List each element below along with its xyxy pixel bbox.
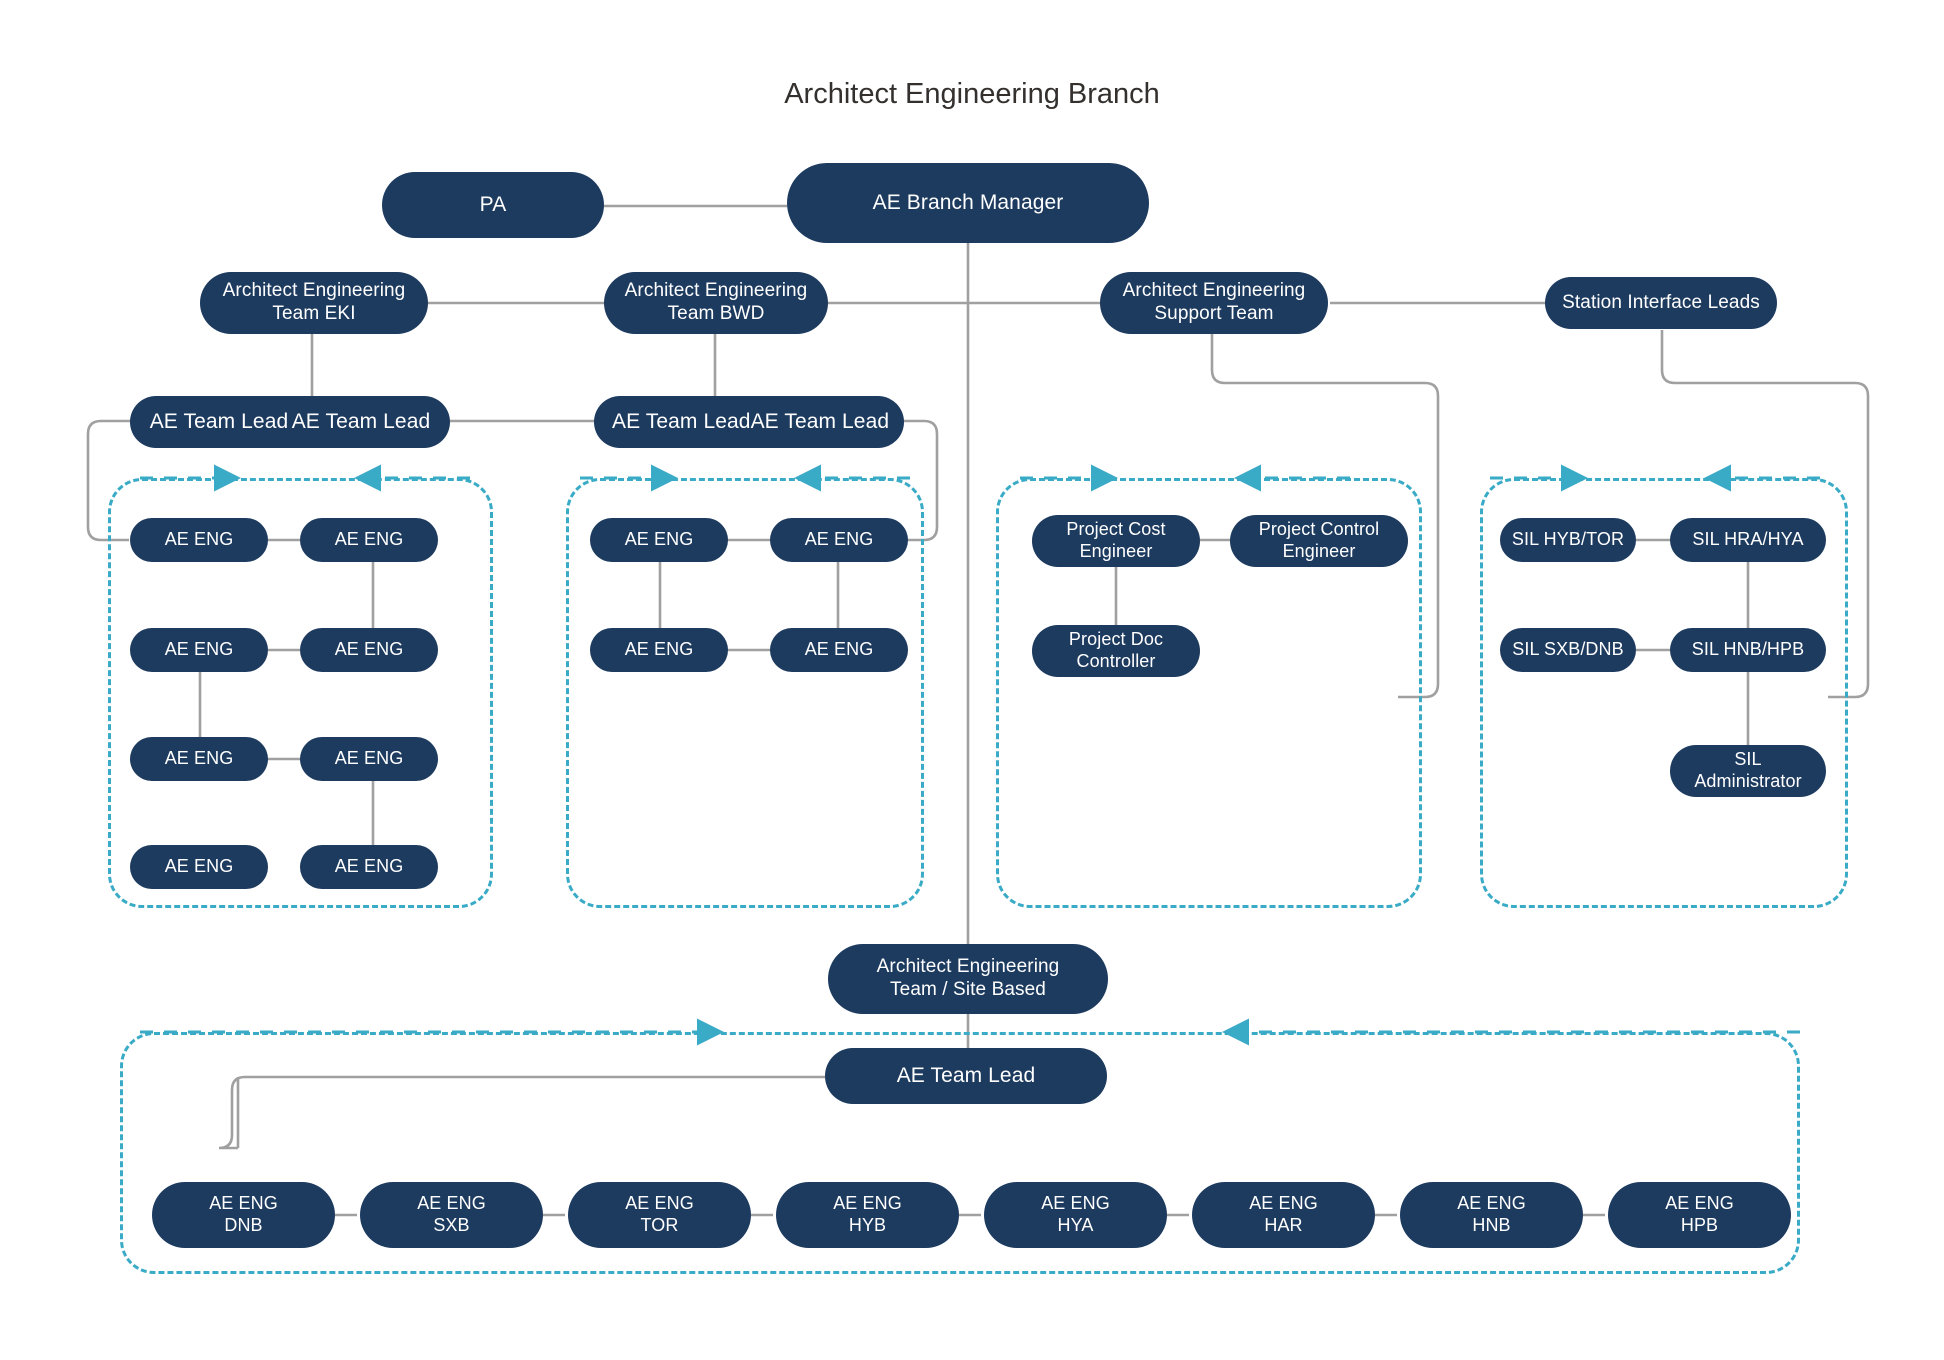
node-site-eng-sxb-label: AE ENG SXB [417, 1193, 486, 1235]
node-project-control-engineer-label: Project Control Engineer [1258, 519, 1380, 561]
group-eki-engineers [108, 478, 493, 908]
node-pa[interactable]: PA [382, 172, 604, 238]
node-team-site-based[interactable]: Architect Engineering Team / Site Based [828, 944, 1108, 1014]
node-sil-sxb-dnb[interactable]: SIL SXB/DNB [1500, 628, 1636, 672]
node-site-eng-hyb-label: AE ENG HYB [833, 1193, 902, 1235]
node-site-eng-hya-label: AE ENG HYA [1041, 1193, 1110, 1235]
node-project-control-engineer[interactable]: Project Control Engineer [1230, 515, 1408, 567]
node-team-bwd[interactable]: Architect Engineering Team BWD [604, 272, 828, 334]
group-bwd-engineers [566, 478, 924, 908]
node-station-interface-leads-label: Station Interface Leads [1562, 291, 1760, 313]
node-eki-eng-4[interactable]: AE ENG [300, 628, 438, 672]
node-sil-administrator-label: SIL Administrator [1694, 749, 1802, 791]
node-bwd-eng-4[interactable]: AE ENG [770, 628, 908, 672]
node-eki-eng-6-label: AE ENG [334, 748, 404, 769]
node-site-eng-hya[interactable]: AE ENG HYA [984, 1182, 1167, 1248]
node-project-cost-engineer-label: Project Cost Engineer [1066, 519, 1166, 561]
node-team-eki[interactable]: Architect Engineering Team EKI [200, 272, 428, 334]
node-sil-hnb-hpb-label: SIL HNB/HPB [1691, 639, 1805, 660]
node-eki-eng-4-label: AE ENG [334, 639, 404, 660]
node-sil-sxb-dnb-label: SIL SXB/DNB [1512, 639, 1624, 660]
node-bwd-team-lead-a-label: AE Team Lead [612, 410, 751, 434]
node-team-eki-label: Architect Engineering Team EKI [222, 280, 406, 324]
node-sil-hra-hya-label: SIL HRA/HYA [1692, 529, 1804, 550]
node-bwd-eng-1[interactable]: AE ENG [590, 518, 728, 562]
node-site-eng-sxb[interactable]: AE ENG SXB [360, 1182, 543, 1248]
node-eki-eng-1-label: AE ENG [164, 529, 234, 550]
node-sil-hyb-tor-label: SIL HYB/TOR [1511, 529, 1625, 550]
node-site-eng-tor-label: AE ENG TOR [625, 1193, 694, 1235]
node-sil-hnb-hpb[interactable]: SIL HNB/HPB [1670, 628, 1826, 672]
node-eki-team-leads[interactable]: AE Team Lead AE Team Lead [130, 396, 450, 448]
node-sil-hyb-tor[interactable]: SIL HYB/TOR [1500, 518, 1636, 562]
node-bwd-eng-1-label: AE ENG [624, 529, 694, 550]
node-eki-eng-7-label: AE ENG [164, 856, 234, 877]
node-project-doc-controller-label: Project Doc Controller [1068, 629, 1164, 671]
node-team-support-label: Architect Engineering Support Team [1122, 280, 1306, 324]
node-site-eng-har[interactable]: AE ENG HAR [1192, 1182, 1375, 1248]
node-bwd-team-lead-b-label: AE Team Lead [750, 410, 890, 434]
node-eki-eng-2[interactable]: AE ENG [300, 518, 438, 562]
node-eki-eng-8[interactable]: AE ENG [300, 845, 438, 889]
node-site-eng-hpb-label: AE ENG HPB [1665, 1193, 1734, 1235]
node-eki-team-lead-b-label: AE Team Lead [291, 410, 431, 434]
node-station-interface-leads[interactable]: Station Interface Leads [1545, 277, 1777, 329]
node-project-cost-engineer[interactable]: Project Cost Engineer [1032, 515, 1200, 567]
node-project-doc-controller[interactable]: Project Doc Controller [1032, 625, 1200, 677]
node-pa-label: PA [479, 193, 507, 217]
node-bwd-eng-2[interactable]: AE ENG [770, 518, 908, 562]
node-site-eng-dnb-label: AE ENG DNB [209, 1193, 278, 1235]
node-sil-hra-hya[interactable]: SIL HRA/HYA [1670, 518, 1826, 562]
node-site-eng-har-label: AE ENG HAR [1249, 1193, 1318, 1235]
node-site-eng-hnb[interactable]: AE ENG HNB [1400, 1182, 1583, 1248]
node-ae-branch-manager[interactable]: AE Branch Manager [787, 163, 1149, 243]
node-ae-branch-manager-label: AE Branch Manager [872, 191, 1064, 215]
node-eki-eng-3-label: AE ENG [164, 639, 234, 660]
node-eki-team-lead-a-label: AE Team Lead [149, 410, 289, 434]
node-eki-eng-5-label: AE ENG [164, 748, 234, 769]
node-eki-eng-6[interactable]: AE ENG [300, 737, 438, 781]
node-site-eng-hpb[interactable]: AE ENG HPB [1608, 1182, 1791, 1248]
node-site-eng-hyb[interactable]: AE ENG HYB [776, 1182, 959, 1248]
node-site-eng-dnb[interactable]: AE ENG DNB [152, 1182, 335, 1248]
node-team-bwd-label: Architect Engineering Team BWD [624, 280, 808, 324]
node-eki-eng-5[interactable]: AE ENG [130, 737, 268, 781]
node-bwd-team-leads[interactable]: AE Team Lead AE Team Lead [594, 396, 904, 448]
node-eki-eng-2-label: AE ENG [334, 529, 404, 550]
node-eki-eng-7[interactable]: AE ENG [130, 845, 268, 889]
node-eki-eng-3[interactable]: AE ENG [130, 628, 268, 672]
node-bwd-eng-2-label: AE ENG [804, 529, 874, 550]
node-team-support[interactable]: Architect Engineering Support Team [1100, 272, 1328, 334]
page-title: Architect Engineering Branch [784, 78, 1160, 110]
node-team-site-based-label: Architect Engineering Team / Site Based [876, 956, 1060, 1000]
node-site-ae-team-lead-label: AE Team Lead [896, 1064, 1036, 1088]
node-bwd-eng-4-label: AE ENG [804, 639, 874, 660]
group-site-based-engineers [120, 1032, 1800, 1274]
node-site-eng-tor[interactable]: AE ENG TOR [568, 1182, 751, 1248]
node-bwd-eng-3-label: AE ENG [624, 639, 694, 660]
node-sil-administrator[interactable]: SIL Administrator [1670, 745, 1826, 797]
node-bwd-eng-3[interactable]: AE ENG [590, 628, 728, 672]
node-eki-eng-1[interactable]: AE ENG [130, 518, 268, 562]
node-site-ae-team-lead[interactable]: AE Team Lead [825, 1048, 1107, 1104]
node-site-eng-hnb-label: AE ENG HNB [1457, 1193, 1526, 1235]
node-eki-eng-8-label: AE ENG [334, 856, 404, 877]
